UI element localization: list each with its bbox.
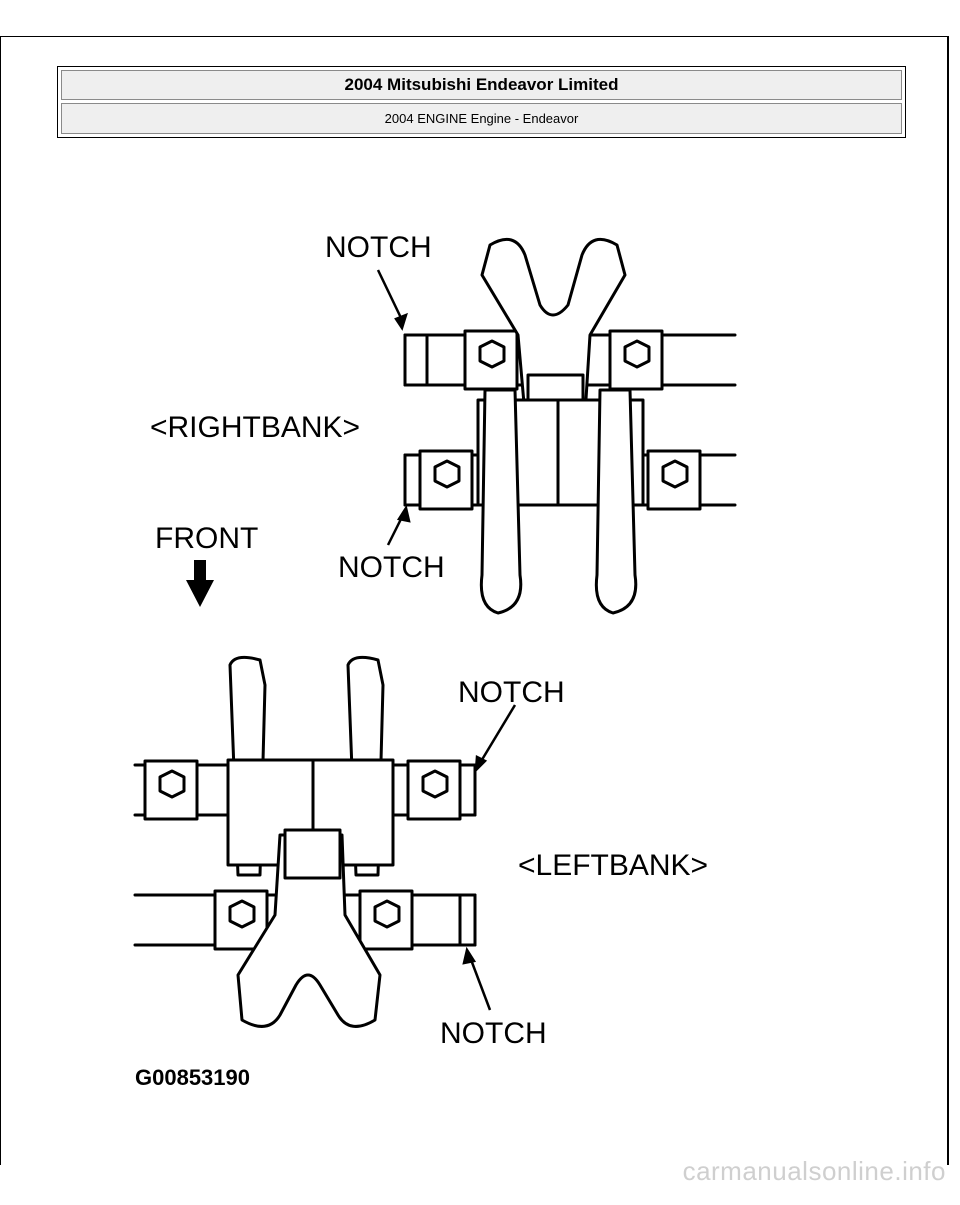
notch-label: NOTCH xyxy=(338,551,445,584)
notch-label: NOTCH xyxy=(458,676,565,709)
front-arrow-icon xyxy=(186,560,214,607)
rocker-arm-y xyxy=(480,237,627,417)
bolt-head-icon xyxy=(661,459,689,489)
bolt-head-icon xyxy=(478,339,506,369)
arrowhead-icon xyxy=(462,946,477,965)
rocker-arm-left xyxy=(479,388,523,615)
right-bank-label: <RIGHTBANK> xyxy=(150,411,360,444)
rocker-arm-pad xyxy=(283,828,342,880)
shaft-notch-end xyxy=(403,333,429,387)
notch-leader-line xyxy=(478,704,517,764)
section-subtitle: 2004 ENGINE Engine - Endeavor xyxy=(61,103,902,134)
front-label: FRONT xyxy=(155,522,258,555)
bolt-head-icon xyxy=(373,899,401,929)
notch-label: NOTCH xyxy=(325,231,432,264)
figure-id: G00853190 xyxy=(135,1065,250,1090)
bolt-head-icon xyxy=(228,899,256,929)
watermark: carmanualsonline.info xyxy=(682,1156,946,1186)
arrowhead-icon xyxy=(396,504,411,523)
page-frame xyxy=(0,36,949,1165)
shaft-notch-end xyxy=(458,893,477,947)
left-bank-label: <LEFTBANK> xyxy=(518,849,708,882)
arrowhead-icon xyxy=(394,312,408,331)
bolt-head-icon xyxy=(158,769,186,799)
arrowhead-icon xyxy=(474,755,488,774)
notch-leader-line xyxy=(468,956,492,1011)
bolt-head-icon xyxy=(421,769,449,799)
rocker-arm-diagram: NOTCH NOTCH <RIGHTBANK> FRONT NOTCH <LEF… xyxy=(120,215,740,1095)
bolt-head-icon xyxy=(623,339,651,369)
rocker-arm-y xyxy=(236,833,382,1028)
vehicle-title: 2004 Mitsubishi Endeavor Limited xyxy=(61,70,902,100)
document-header: 2004 Mitsubishi Endeavor Limited 2004 EN… xyxy=(57,66,906,138)
notch-leader-line xyxy=(376,269,404,321)
diagram-svg: NOTCH NOTCH <RIGHTBANK> FRONT NOTCH <LEF… xyxy=(133,231,737,1090)
notch-label: NOTCH xyxy=(440,1017,547,1050)
rocker-arm-right xyxy=(594,388,638,615)
bolt-head-icon xyxy=(433,459,461,489)
